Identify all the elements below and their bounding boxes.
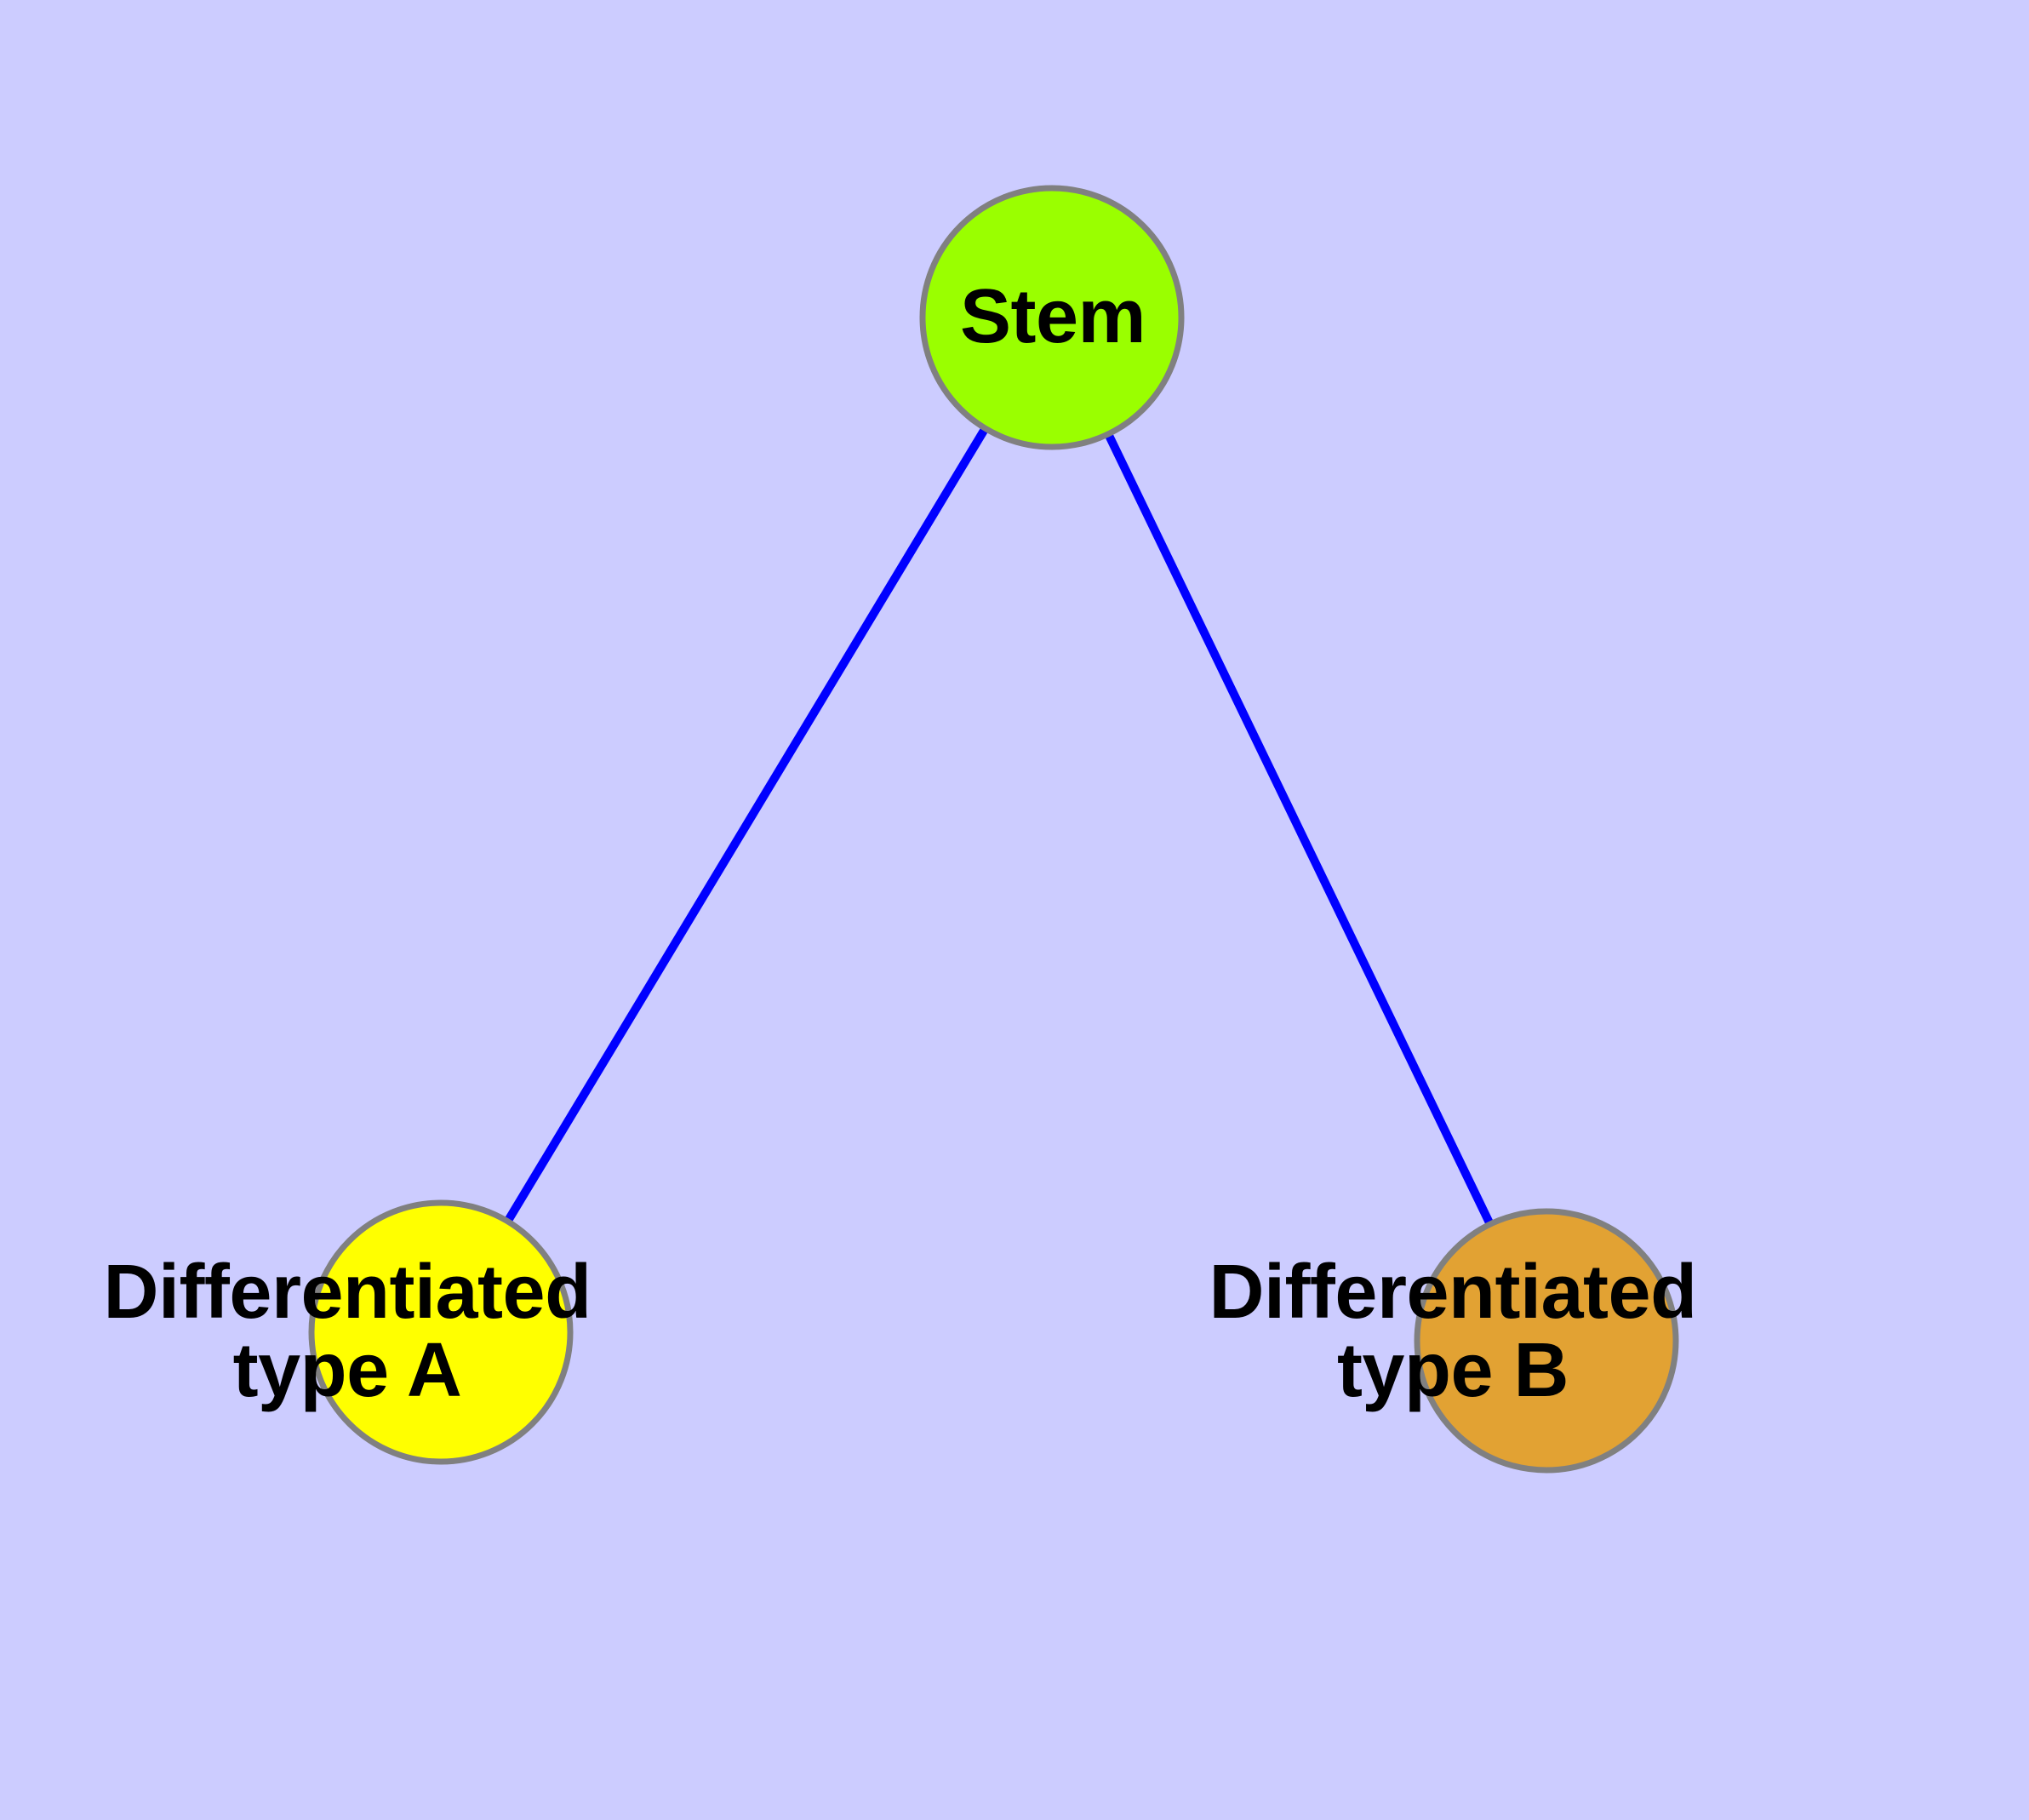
edge-stem-diff-a (502, 423, 991, 1227)
nodes-layer (308, 185, 1679, 1474)
edges-layer (502, 423, 1496, 1229)
edge-stem-diff-b (1102, 429, 1496, 1229)
node-circle-diff_a[interactable] (308, 1199, 574, 1465)
node-circle-diff_b[interactable] (1414, 1208, 1679, 1474)
node-circle-stem[interactable] (919, 185, 1185, 450)
